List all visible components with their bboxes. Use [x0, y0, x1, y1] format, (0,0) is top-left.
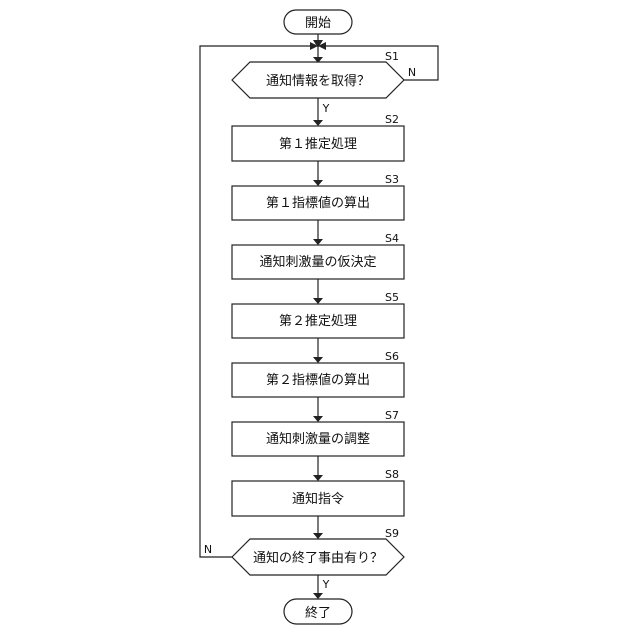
decision-s1: 通知情報を取得？ S1 N Y — [232, 50, 416, 115]
s4-label: 通知刺激量の仮決定 — [259, 254, 376, 270]
end-label: 終了 — [305, 605, 331, 621]
arrowhead-end — [313, 593, 323, 599]
s9-step-id: S9 — [385, 527, 399, 540]
s2-step-id: S2 — [385, 113, 399, 126]
arrowhead-s5 — [313, 298, 323, 304]
s8-step-id: S8 — [385, 468, 399, 481]
arrowhead-s4 — [313, 239, 323, 245]
s1-step-id: S1 — [385, 50, 399, 63]
arrowhead-s2 — [313, 120, 323, 126]
decision-s9: 通知の終了事由有り？ S9 N Y — [204, 527, 404, 591]
s1-no-label: N — [408, 66, 416, 79]
s1-label: 通知情報を取得？ — [266, 73, 370, 89]
s6-step-id: S6 — [385, 350, 399, 363]
s4-step-id: S4 — [385, 232, 399, 245]
s9-no-label: N — [204, 543, 212, 556]
s2-label: 第１推定処理 — [279, 137, 357, 152]
s6-label: 第２指標値の算出 — [266, 372, 370, 388]
s7-label: 通知刺激量の調整 — [266, 431, 370, 447]
end-terminal: 終了 — [284, 599, 352, 624]
s5-label: 第２推定処理 — [279, 314, 357, 329]
s1-yes-label: Y — [322, 102, 330, 115]
s8-label: 通知指令 — [292, 491, 344, 507]
start-terminal: 開始 — [284, 10, 352, 34]
arrowhead-s9 — [313, 533, 323, 539]
arrowhead-s8 — [313, 475, 323, 481]
s3-step-id: S3 — [385, 173, 399, 186]
s9-yes-label: Y — [322, 578, 330, 591]
s7-step-id: S7 — [385, 409, 399, 422]
start-label: 開始 — [305, 16, 331, 31]
s9-label: 通知の終了事由有り？ — [253, 550, 383, 566]
arrowhead-s6 — [313, 357, 323, 363]
arrowhead-s7 — [313, 416, 323, 422]
s5-step-id: S5 — [385, 291, 399, 304]
s3-label: 第１指標値の算出 — [266, 195, 370, 211]
arrowhead-s3 — [313, 180, 323, 186]
